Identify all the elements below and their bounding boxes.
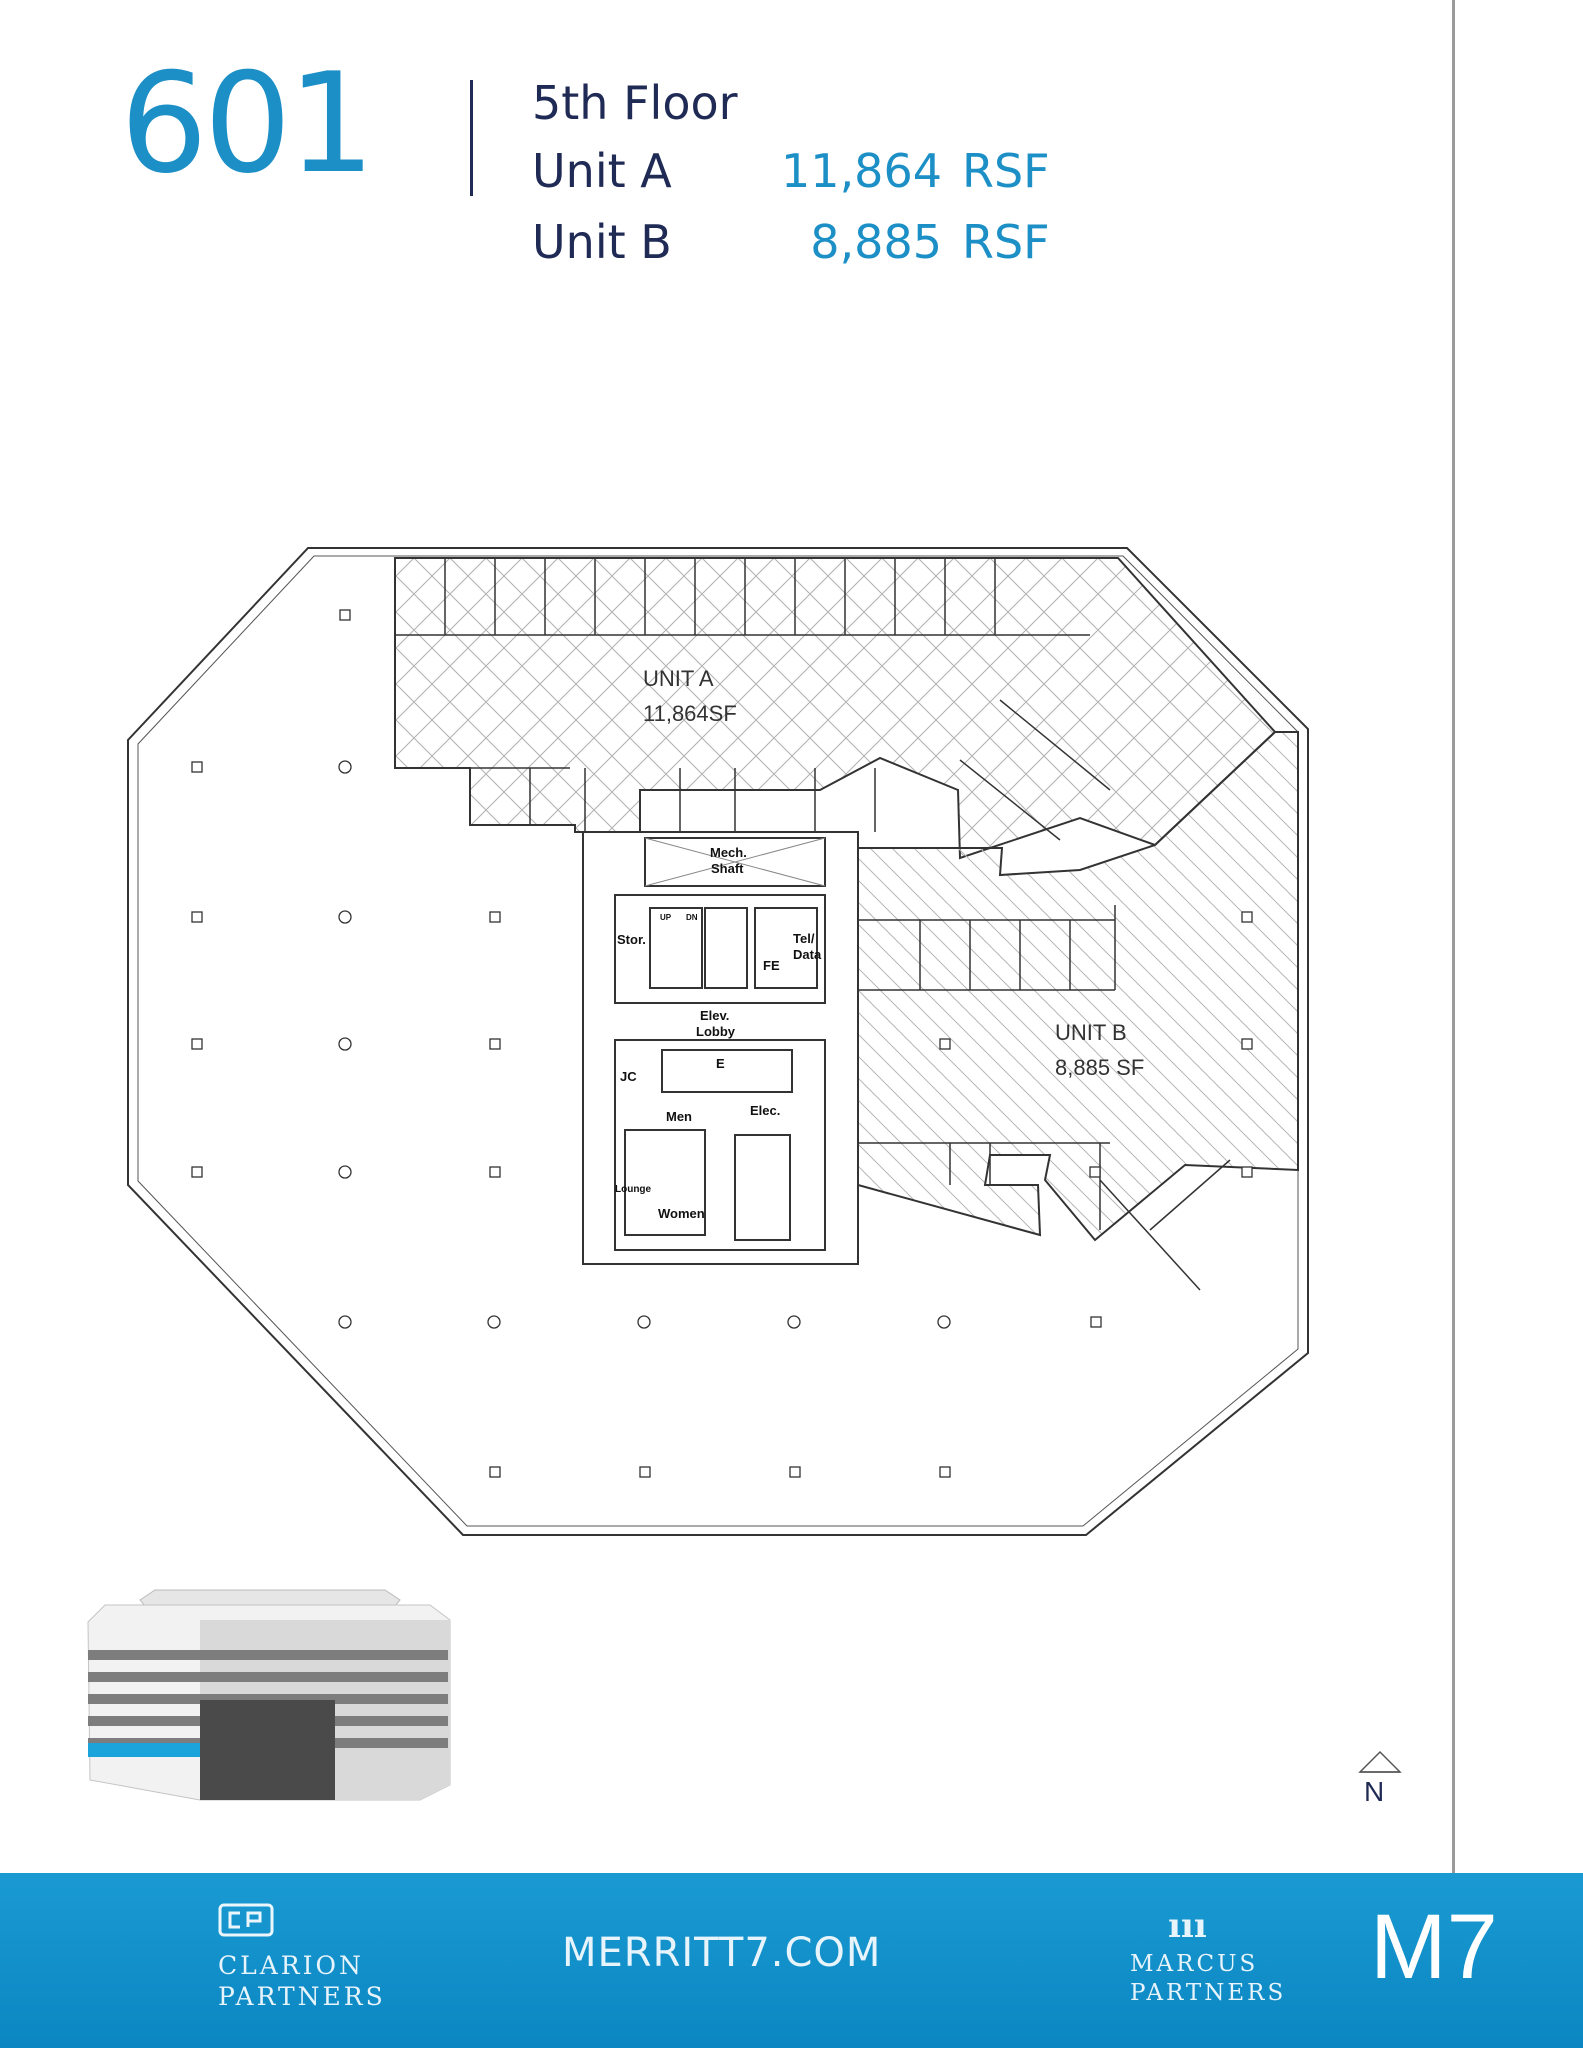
- room-jc: JC: [620, 1069, 637, 1084]
- room-lounge: Lounge: [615, 1184, 652, 1195]
- room-fe: FE: [763, 958, 780, 973]
- unit-b-label: Unit B: [532, 215, 672, 269]
- page-edge-line: [1452, 0, 1455, 2048]
- room-lobby: Lobby: [696, 1024, 736, 1039]
- unit-a-area-zone: [394, 557, 1277, 860]
- room-women: Women: [658, 1206, 705, 1221]
- room-men: Men: [666, 1109, 692, 1124]
- north-arrow-icon: [1358, 1750, 1402, 1773]
- unit-a-row: Unit A 11,864 RSF: [532, 144, 1050, 198]
- column-markers: [191, 609, 1253, 1478]
- unit-a-label: Unit A: [532, 144, 672, 198]
- unit-b-rsf: RSF: [962, 215, 1050, 269]
- footer-band: [0, 1873, 1583, 2048]
- building-thumbnail: [87, 1589, 451, 1801]
- marcus-partners-name: MARCUS PARTNERS: [1130, 1951, 1287, 2006]
- clarion-partners-name: CLARION PARTNERS: [218, 1951, 386, 2011]
- room-stor: Stor.: [617, 932, 646, 947]
- stair-dn-label: DN: [686, 913, 698, 922]
- building-outline: [127, 547, 1309, 1536]
- unit-a-offices: [395, 558, 1111, 841]
- floor-label: 5th Floor: [532, 76, 738, 130]
- room-elec: Elec.: [750, 1103, 780, 1118]
- m7-brand: M7: [1370, 1896, 1498, 1998]
- header-divider: [470, 80, 473, 196]
- clarion-logo-icon: [218, 1903, 274, 1937]
- website-link[interactable]: MERRITT7.COM: [562, 1930, 882, 1976]
- unit-a-rsf: RSF: [962, 144, 1050, 198]
- north-label: N: [1364, 1776, 1385, 1807]
- unit-a-name: UNIT A: [643, 666, 714, 691]
- marcus-logo-icon: ııı: [1168, 1906, 1207, 1946]
- building-outline-inner: [137, 555, 1299, 1527]
- unit-b-offices: [858, 905, 1231, 1291]
- unit-b-area-zone: [857, 731, 1299, 1242]
- unit-b-sf: 8,885 SF: [1055, 1055, 1144, 1080]
- unit-b-row: Unit B 8,885 RSF: [532, 215, 1050, 269]
- room-mech: Mech.: [710, 845, 747, 860]
- building-number: 601: [120, 43, 375, 204]
- room-elev: Elev.: [700, 1008, 729, 1023]
- unit-a-area: 11,864: [781, 144, 942, 198]
- room-e: E: [716, 1056, 725, 1071]
- room-tel: Tel/: [793, 931, 815, 946]
- room-data: Data: [793, 947, 822, 962]
- unit-a-sf: 11,864SF: [643, 701, 737, 726]
- unit-b-name: UNIT B: [1055, 1020, 1127, 1045]
- room-shaft: Shaft: [711, 861, 744, 876]
- building-core: [582, 831, 859, 1265]
- unit-b-area: 8,885: [810, 215, 942, 269]
- stair-up-label: UP: [660, 913, 672, 922]
